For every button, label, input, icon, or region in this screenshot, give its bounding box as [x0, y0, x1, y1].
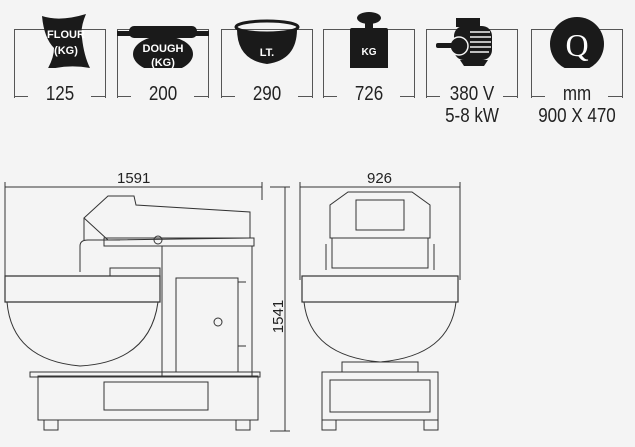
- motor-power: 5-8 kW: [445, 105, 499, 127]
- svg-text:FLOUR: FLOUR: [47, 29, 85, 41]
- bowl-dimension-q-icon: Q: [550, 17, 604, 68]
- weight-icon: KG: [350, 12, 388, 68]
- spec-bowl-dimensions: Q mm 900 X 470: [531, 0, 623, 130]
- svg-text:Q: Q: [565, 27, 588, 63]
- front-view: [299, 182, 461, 431]
- svg-text:(KG): (KG): [151, 57, 175, 68]
- svg-text:(KG): (KG): [54, 45, 78, 57]
- motor-voltage: 380 V: [449, 83, 495, 105]
- bowl-icon: LT.: [234, 19, 300, 64]
- dough-value: 200: [148, 83, 178, 105]
- svg-text:LT.: LT.: [260, 47, 274, 59]
- svg-text:DOUGH: DOUGH: [143, 43, 184, 55]
- bowl-dimensions-value: 900 X 470: [538, 105, 616, 127]
- dimension-front-width: 926: [367, 170, 393, 187]
- spec-weight: KG 726: [323, 0, 415, 130]
- bowl-dimensions-unit: mm: [562, 83, 592, 105]
- spec-dough: DOUGH (KG) 200: [117, 0, 209, 130]
- flour-value: 125: [45, 83, 75, 105]
- spec-flour: FLOUR (KG) 125: [14, 0, 106, 130]
- weight-value: 726: [354, 83, 384, 105]
- spec-motor: 380 V 5-8 kW: [426, 0, 518, 130]
- flour-sack-icon: FLOUR (KG): [42, 14, 90, 68]
- dimension-height: 1541: [270, 299, 288, 334]
- svg-text:KG: KG: [362, 47, 377, 58]
- electric-motor-icon: [436, 18, 492, 66]
- dimension-side-width: 1591: [117, 170, 151, 187]
- bowl-capacity-value: 290: [252, 83, 282, 105]
- side-view: [4, 182, 290, 432]
- dough-rolling-pin-icon: DOUGH (KG): [117, 26, 209, 68]
- spec-bowl-capacity: LT. 290: [221, 0, 313, 130]
